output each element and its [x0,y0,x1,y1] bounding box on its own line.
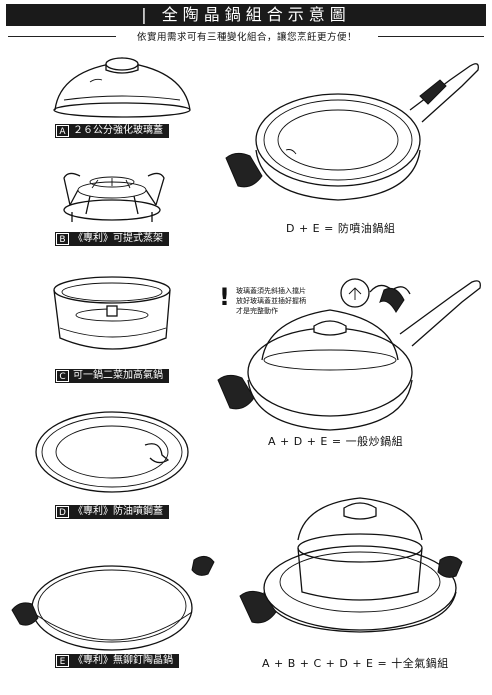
item-letter: A [56,125,69,137]
item-letter: D [56,506,69,518]
divider [378,36,484,37]
ceramic-pan-illustration [11,556,215,651]
item-letter: E [56,655,69,667]
note-line: 才是完整動作 [236,307,278,315]
item-e-label: E 《專利》無鉚釘陶晶鍋 [55,654,179,668]
item-letter: B [56,233,69,245]
item-text: 《專利》防油噴鋼蓋 [73,506,163,517]
splatter-lid-illustration [35,411,189,493]
item-a-label: A ２６公分強化玻璃蓋 [55,124,169,138]
page-title: | 全陶晶鍋組合示意圖 [6,4,486,26]
item-text: 《專利》無鉚釘陶晶鍋 [73,655,173,666]
note-line: 放好玻璃蓋並插好握柄 [236,297,306,305]
combo-all-illustration [239,497,463,633]
combo-de-illustration [225,63,479,201]
item-text: 《專利》可提式蒸架 [73,233,163,244]
item-text: 可一鍋二菜加高氣鍋 [73,370,163,381]
combo-all-caption: A + B + C + D + E = 十全氣鍋組 [262,657,449,670]
steamer-pot-illustration [53,276,171,350]
item-letter: C [56,370,69,382]
divider [8,36,116,37]
item-b-label: B 《專利》可提式蒸架 [55,232,169,246]
warning-mark: ! [219,283,230,311]
glass-lid-illustration [53,57,191,118]
item-c-label: C 可一鍋二菜加高氣鍋 [55,369,169,383]
subtitle-bar: 依實用需求可有三種變化組合，讓您烹飪更方便！ [0,28,492,44]
steam-rack-illustration [63,172,165,222]
note-line: 玻璃蓋須先斜插入擋片 [236,287,306,295]
combo-ade-caption: A + D + E = 一般炒鍋組 [268,435,404,448]
item-d-label: D 《專利》防油噴鋼蓋 [55,505,169,519]
combo-ade-illustration [217,278,481,431]
assembly-note: 玻璃蓋須先斜插入擋片 放好玻璃蓋並插好握柄 才是完整動作 [236,286,306,316]
subtitle-text: 依實用需求可有三種變化組合，讓您烹飪更方便！ [136,32,357,43]
item-text: ２６公分強化玻璃蓋 [73,125,163,136]
combo-de-caption: D + E = 防噴油鍋組 [286,222,396,235]
